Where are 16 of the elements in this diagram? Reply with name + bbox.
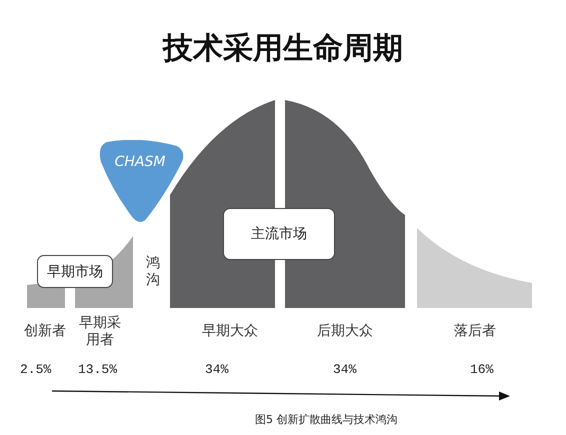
segment-label: 落后者 bbox=[453, 323, 497, 340]
caption: 图5 创新扩散曲线与技术鸿沟 bbox=[255, 412, 398, 427]
segment-label: 早期采用者 bbox=[78, 315, 122, 349]
segment-label: 后期大众 bbox=[316, 323, 374, 340]
market-label-box: 主流市场 bbox=[223, 208, 335, 260]
gap-label: 鸿沟 bbox=[145, 255, 161, 289]
segment-label: 早期大众 bbox=[201, 323, 259, 340]
percentage-label: 16% bbox=[470, 362, 494, 377]
percentage-label: 13.5% bbox=[78, 362, 118, 377]
chasm-label: CHASM bbox=[114, 154, 166, 170]
percentage-label: 34% bbox=[205, 362, 228, 377]
percentage-label: 34% bbox=[333, 362, 356, 377]
percentage-label: 2.5% bbox=[20, 362, 52, 377]
title: 技术采用生命周期 bbox=[161, 30, 404, 68]
market-label-box: 早期市场 bbox=[37, 255, 113, 288]
segment-label: 创新者 bbox=[23, 323, 67, 340]
